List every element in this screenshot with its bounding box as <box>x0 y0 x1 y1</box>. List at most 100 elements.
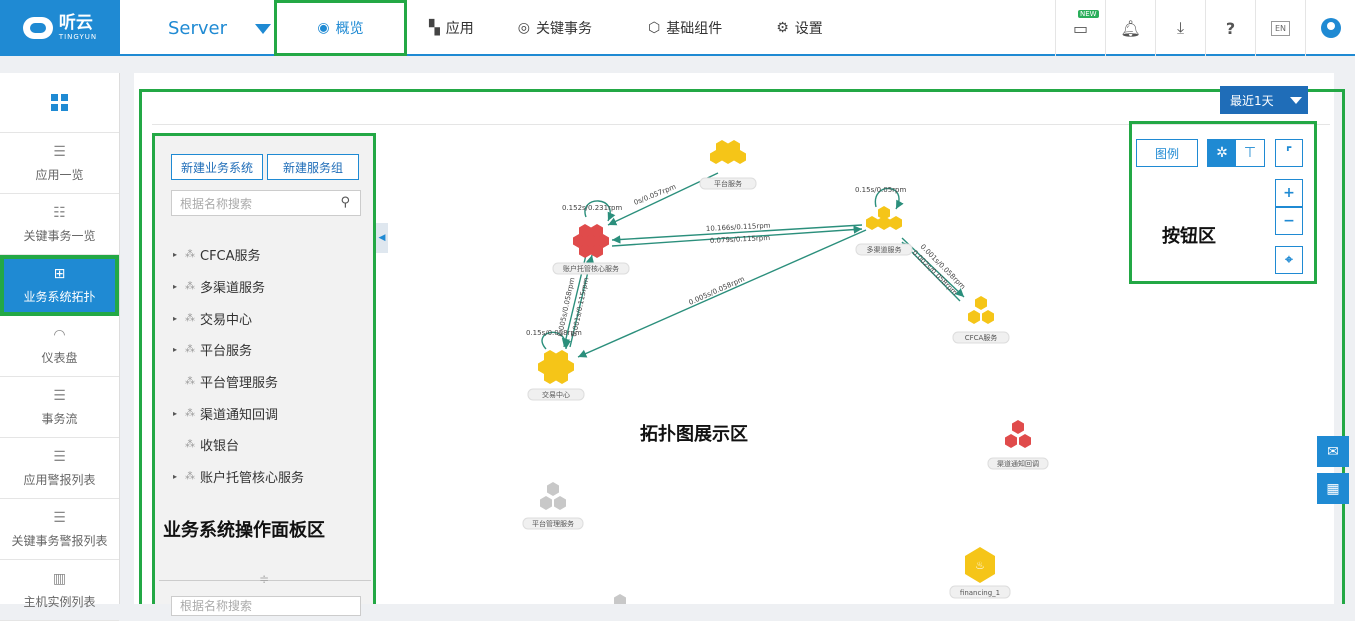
node-multichannel[interactable]: 多渠道服务 <box>855 206 913 256</box>
collapse-panel-button[interactable]: ◀ <box>376 223 388 253</box>
search-input[interactable]: 根据名称搜索⚲ <box>171 190 361 216</box>
node-label: 多渠道服务 <box>867 245 902 254</box>
edge-multi-account <box>611 224 863 244</box>
node-label: 交易中心 <box>542 390 570 399</box>
nav-settings[interactable]: ⚙设置 <box>744 0 845 56</box>
sitemap-icon: ⊞ <box>53 266 66 282</box>
expand-arrow-icon[interactable]: ▸ <box>173 313 178 323</box>
sidebar-toggle[interactable] <box>0 73 119 133</box>
qrcode-icon[interactable]: ▦ <box>1317 473 1349 504</box>
search-icon[interactable]: ⚲ <box>340 195 350 210</box>
tree-layout-icon[interactable]: ⊤ <box>1243 145 1257 161</box>
new-badge: NEW <box>1078 10 1099 18</box>
sidebar-item-key-transactions[interactable]: ☷关键事务一览 <box>0 194 119 255</box>
search-input-secondary[interactable]: 根据名称搜索 <box>171 596 361 616</box>
topology-canvas[interactable]: 0s/0.057rpm 0.152s/0.231rpm 10.166s/0.11… <box>390 125 1130 604</box>
business-system-panel: 新建业务系统 新建服务组 根据名称搜索⚲ ▸⁂CFCA服务 ▸⁂多渠道服务 ▸⁂… <box>152 133 376 616</box>
sidebar-item-label: 应用一览 <box>35 167 84 182</box>
expand-arrow-icon[interactable]: ▸ <box>173 250 178 260</box>
nav-components[interactable]: ⬡基础组件 <box>614 0 744 56</box>
node-callback[interactable]: 渠道通知回调 <box>987 420 1049 470</box>
sidebar-item-topology[interactable]: ⊞业务系统拓扑 <box>0 255 119 316</box>
help-button[interactable]: ? <box>1205 0 1255 56</box>
nav-key-transactions[interactable]: ◎ 关键事务 <box>496 0 614 56</box>
node-trade[interactable]: 交易中心 <box>527 350 585 401</box>
tree-item[interactable]: ▸⁂平台服务 <box>173 334 304 366</box>
sidebar-item-label: 仪表盘 <box>41 350 78 365</box>
language-button[interactable]: EN <box>1255 0 1305 56</box>
expand-arrow-icon[interactable]: ▸ <box>173 472 178 482</box>
user-button[interactable] <box>1305 0 1355 56</box>
locate-icon[interactable]: ⌖ <box>1275 246 1303 274</box>
node-label: 账户托管核心服务 <box>563 264 619 273</box>
apps-icon: ▚ <box>429 20 440 36</box>
fullscreen-icon[interactable]: ⌜ <box>1275 139 1303 167</box>
node-cfca[interactable]: CFCA服务 <box>952 296 1010 344</box>
monitor-button[interactable]: NEW▭ <box>1055 0 1105 56</box>
tree-item-label: 平台管理服务 <box>200 376 279 392</box>
sidebar-item-dashboard[interactable]: ◠仪表盘 <box>0 316 119 377</box>
nav-overview[interactable]: ◉ 概览 <box>274 0 407 56</box>
expand-arrow-icon[interactable]: ▸ <box>173 282 178 292</box>
sidebar-item-label: 事务流 <box>41 411 78 426</box>
tree-item-label: 收银台 <box>200 439 240 455</box>
sidebar-item-app-alerts[interactable]: ☰应用警报列表 <box>0 438 119 499</box>
header-tools: NEW▭ 🔔︎ ⤓ ? EN <box>1055 0 1355 56</box>
server-icon: ▥ <box>52 570 67 587</box>
tree-item[interactable]: ▸⁂账户托管核心服务 <box>173 461 304 493</box>
tree-item[interactable]: ▸ ⁂ 多渠道服务 <box>173 271 304 303</box>
nav-label: 设置 <box>794 21 823 37</box>
node-platform-mgmt[interactable]: 平台管理服务 <box>522 482 584 530</box>
chat-icon[interactable]: ✉ <box>1317 436 1349 467</box>
target-icon: ◎ <box>517 20 530 36</box>
new-business-system-button[interactable]: 新建业务系统 <box>171 154 263 180</box>
download-button[interactable]: ⤓ <box>1155 0 1205 56</box>
time-range-select[interactable]: 最近1天 <box>1220 86 1308 114</box>
zoom-in-icon[interactable]: + <box>1275 179 1303 207</box>
caret-down-icon <box>1289 96 1302 104</box>
nav-apps[interactable]: ▚应用 <box>407 0 496 56</box>
alert-button[interactable]: 🔔︎ <box>1105 0 1155 56</box>
expand-arrow-icon[interactable]: ▸ <box>173 408 178 418</box>
node-account[interactable]: 账户托管核心服务 <box>552 224 630 275</box>
server-select[interactable]: Server <box>168 18 272 39</box>
tree-item[interactable]: ⁂收银台 <box>173 429 304 461</box>
panel-annotation: 业务系统操作面板区 <box>163 520 325 541</box>
tree-item[interactable]: ▸⁂CFCA服务 <box>173 239 304 271</box>
drag-handle-icon[interactable]: ≑ <box>259 572 270 586</box>
eye-icon: ◉ <box>317 20 330 36</box>
tree-item[interactable]: ▸⁂交易中心 <box>173 302 304 334</box>
monitor-icon: ▭ <box>1072 18 1089 38</box>
tree-item[interactable]: ▸⁂渠道通知回调 <box>173 397 304 429</box>
group-icon: ⁂ <box>185 344 195 356</box>
zoom-out-icon[interactable]: − <box>1275 207 1303 235</box>
sidebar-item-flow[interactable]: ☰事务流 <box>0 377 119 438</box>
nav-label: 概览 <box>335 21 364 37</box>
nav-label: 关键事务 <box>536 21 592 37</box>
radial-layout-icon[interactable]: ✲ <box>1208 140 1236 166</box>
expand-arrow-icon[interactable]: ▸ <box>173 345 178 355</box>
edge-label: 10.166s/0.115rpm <box>706 222 771 233</box>
tree-item-label: 多渠道服务 <box>200 281 266 297</box>
logo[interactable]: 听云 TINGYUN <box>0 0 120 56</box>
node-label: 渠道通知回调 <box>997 459 1039 468</box>
node-financing[interactable]: ♨ financing_1 <box>949 547 1011 599</box>
sidebar: ☰应用一览 ☷关键事务一览 ⊞业务系统拓扑 ◠仪表盘 ☰事务流 ☰应用警报列表 … <box>0 73 120 621</box>
topology-annotation: 拓扑图展示区 <box>640 424 748 445</box>
legend-button[interactable]: 图例 <box>1136 139 1198 167</box>
new-service-group-button[interactable]: 新建服务组 <box>267 154 359 180</box>
node-partial <box>614 594 626 604</box>
tree-item-label: 账户托管核心服务 <box>200 471 305 487</box>
group-icon: ⁂ <box>185 281 195 293</box>
edge-self-account <box>584 200 616 222</box>
panel-splitter[interactable] <box>159 580 371 582</box>
server-label: Server <box>168 18 228 39</box>
sidebar-item-kt-alerts[interactable]: ☰关键事务警报列表 <box>0 499 119 560</box>
edge-label: 0.005s/0.058rpm <box>688 275 746 307</box>
sidebar-item-apps[interactable]: ☰应用一览 <box>0 133 119 194</box>
brand-sub: TINGYUN <box>58 33 98 41</box>
node-platform[interactable]: 平台服务 <box>699 140 757 190</box>
node-label: 平台管理服务 <box>532 519 574 528</box>
sidebar-item-hosts[interactable]: ▥主机实例列表 <box>0 560 119 621</box>
tree-item[interactable]: ⁂平台管理服务 <box>173 366 304 398</box>
